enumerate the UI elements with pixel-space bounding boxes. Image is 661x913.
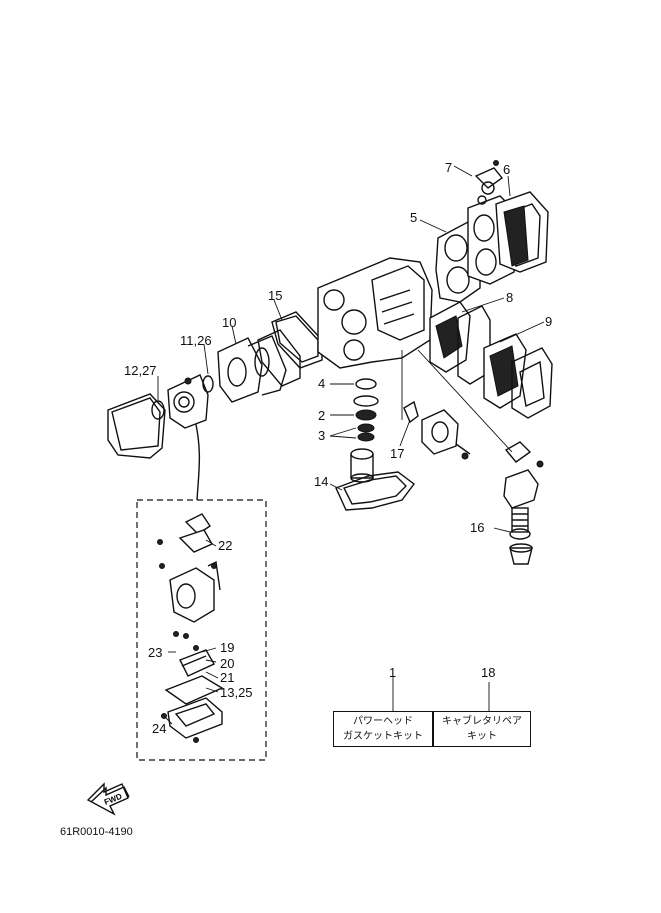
fwd-arrow-icon: FWD <box>86 782 130 816</box>
gasket-kit-line1: パワーヘッド <box>353 716 413 727</box>
callout-8: 8 <box>506 290 513 305</box>
drawing-code: 61R0010-4190 <box>60 826 133 838</box>
callout-12-27: 12,27 <box>124 363 157 378</box>
thermostat-cover-7 <box>474 160 504 205</box>
callout-16: 16 <box>470 520 484 535</box>
oil-seal-3a <box>357 423 375 433</box>
gasket-17 <box>403 400 419 424</box>
callout-10: 10 <box>222 315 236 330</box>
exhaust-cover-9 <box>483 333 553 419</box>
callout-9: 9 <box>545 314 552 329</box>
carburetor-group-box <box>136 499 267 761</box>
carburetor-kit-line2: キット <box>467 731 497 742</box>
washer-4 <box>355 378 377 390</box>
callout-3: 3 <box>318 428 325 443</box>
callout-13-25: 13,25 <box>220 685 253 700</box>
callout-23: 23 <box>148 645 162 660</box>
callout-1: 1 <box>389 665 396 680</box>
gasket-14 <box>335 471 415 511</box>
gasket-15-part <box>257 311 323 387</box>
callout-7: 7 <box>445 160 452 175</box>
carburetor-kit-label: キャブレタリペア キット <box>433 711 531 747</box>
callout-6: 6 <box>503 162 510 177</box>
fuel-pump-part <box>421 409 471 460</box>
oil-seal-2 <box>355 409 377 421</box>
callout-5: 5 <box>410 210 417 225</box>
cylinder-head-part <box>467 191 549 285</box>
carburetor-kit-line1: キャブレタリペア <box>442 716 522 727</box>
callout-11-26: 11,26 <box>180 333 212 348</box>
ring-12-27 <box>151 400 165 420</box>
crankcase-block <box>317 257 433 369</box>
reed-valve-part <box>217 335 287 403</box>
callout-24: 24 <box>152 721 166 736</box>
leader-lines <box>157 165 545 725</box>
carburetor-link-line <box>194 419 201 501</box>
callout-20: 20 <box>220 656 234 671</box>
exhaust-gasket-8 <box>429 301 491 385</box>
carburetor-part <box>157 513 224 743</box>
washer-4b <box>353 395 379 407</box>
gasket-kit-label: パワーヘッド ガスケットキット <box>333 711 433 747</box>
callout-14: 14 <box>314 474 328 489</box>
intake-manifold-part <box>167 374 209 429</box>
crank-bearing-housing <box>350 448 374 483</box>
fuel-filter-part <box>503 441 544 565</box>
callout-22: 22 <box>218 538 232 553</box>
callout-21: 21 <box>220 670 234 685</box>
callout-19: 19 <box>220 640 234 655</box>
silencer-part <box>107 393 166 459</box>
gasket-kit-line2: ガスケットキット <box>343 731 423 742</box>
callout-4: 4 <box>318 376 325 391</box>
callout-15: 15 <box>268 288 282 303</box>
callout-2: 2 <box>318 408 325 423</box>
callout-18: 18 <box>481 665 495 680</box>
oil-seal-3b <box>357 432 375 442</box>
callout-17: 17 <box>390 446 404 461</box>
ring-11-26 <box>202 375 214 393</box>
